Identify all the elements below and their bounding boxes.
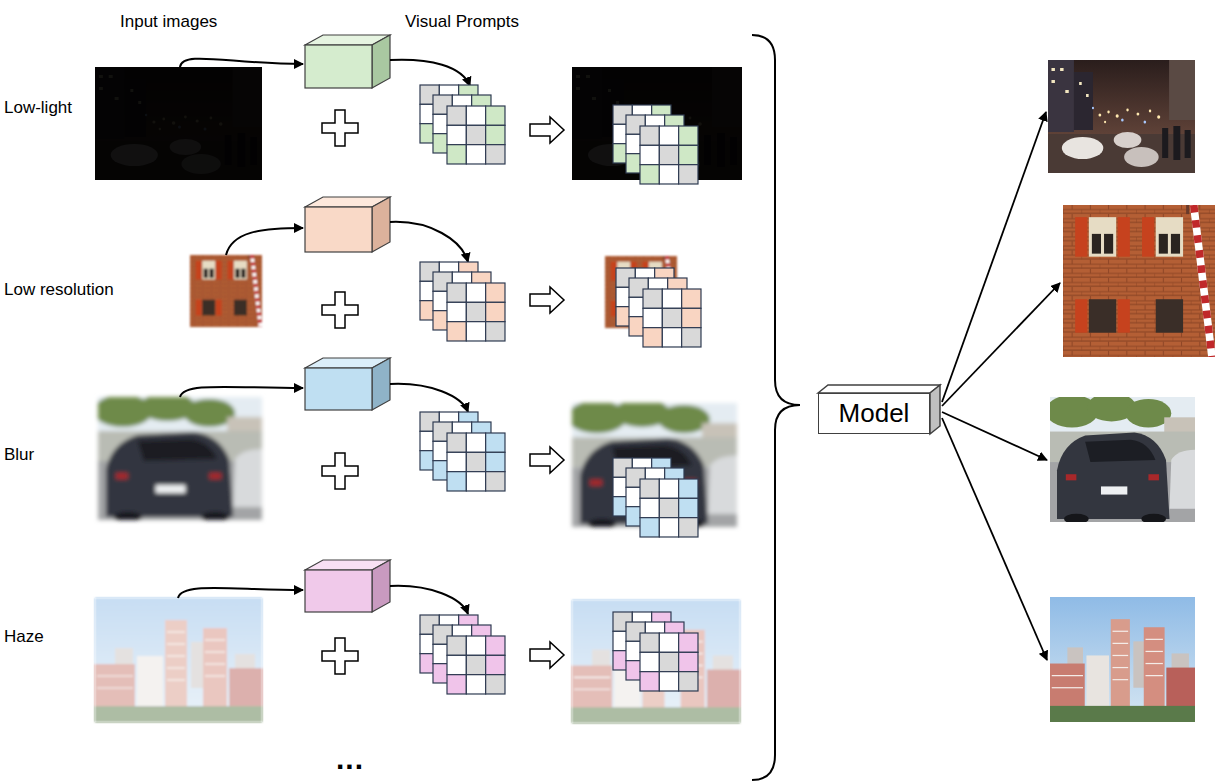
low-light-input-photo	[95, 67, 262, 180]
curved-arrows-part	[180, 387, 303, 397]
model-box-faces-part	[930, 385, 940, 434]
node-label: Model	[839, 399, 910, 428]
haze-input-photo	[95, 598, 262, 722]
model-box-faces	[818, 385, 940, 434]
pink-cube-part	[372, 560, 390, 612]
ellipsis-mark: ...	[336, 744, 364, 774]
blue-cube-part	[372, 358, 390, 410]
pink-prompt-stack	[420, 615, 505, 694]
darkening-overlay	[95, 67, 262, 180]
blur-output-photo	[1046, 393, 1195, 524]
column-heading: Visual Prompts	[405, 12, 519, 32]
hollow-arrows	[530, 117, 564, 668]
green-cube-part	[372, 35, 390, 88]
row-label: Low resolution	[4, 280, 114, 300]
output-arrows-part	[942, 112, 1046, 402]
peach-prompt-stack	[616, 268, 701, 347]
curved-arrows-part	[390, 222, 468, 262]
blue-prompt-stack	[613, 458, 698, 537]
row-label: Blur	[4, 445, 34, 465]
curved-arrows-part	[390, 384, 468, 412]
blue-cube-part	[305, 368, 372, 410]
prompt-generator-cubes	[305, 35, 390, 612]
haze-prompted-photo	[572, 600, 740, 723]
grouping-brace	[752, 35, 800, 780]
curved-arrows-part	[178, 588, 303, 598]
curved-arrows-part	[180, 59, 303, 67]
plus-signs-part	[322, 638, 358, 674]
plus-signs-part	[322, 292, 358, 328]
peach-cube-part	[372, 197, 390, 252]
hollow-arrows-part	[530, 447, 564, 473]
green-cube-part	[305, 45, 372, 88]
model-box-faces-part	[818, 385, 940, 393]
low-light-output-photo	[1048, 60, 1195, 173]
curved-arrows-part	[390, 586, 468, 614]
blue-prompt-stack	[420, 412, 505, 491]
green-prompt-stack	[613, 105, 698, 184]
output-arrows	[942, 112, 1060, 660]
hollow-arrows-part	[530, 117, 564, 143]
plus-signs-part	[322, 110, 358, 146]
low-resolution-input-photo	[190, 255, 262, 327]
low-resolution-output-photo	[1063, 205, 1215, 357]
plus-signs-part	[322, 453, 358, 489]
peach-prompt-stack	[420, 262, 505, 341]
visual-prompt-stacks	[420, 85, 701, 694]
model-box: Model	[818, 393, 930, 434]
peach-cube	[305, 197, 390, 252]
haze-output-photo	[1050, 597, 1195, 722]
pink-cube-part	[305, 570, 372, 612]
green-prompt-stack	[420, 85, 505, 164]
hollow-arrows-part	[530, 287, 564, 313]
peach-cube-part	[305, 207, 372, 252]
row-label: Haze	[4, 627, 44, 647]
pink-prompt-stack	[613, 612, 698, 691]
haze-row	[95, 597, 1195, 723]
output-arrows-part	[942, 283, 1060, 406]
curved-arrows-part	[390, 60, 470, 86]
blur-input-photo	[93, 393, 262, 522]
blue-cube	[305, 358, 390, 410]
output-arrows-part	[942, 418, 1047, 660]
plus-signs	[322, 110, 358, 674]
haze-overlay	[572, 600, 740, 723]
column-heading: Input images	[120, 12, 217, 32]
green-cube	[305, 35, 390, 88]
pink-cube	[305, 560, 390, 612]
curved-arrows-part	[226, 228, 303, 255]
haze-overlay	[95, 598, 262, 722]
low-resolution-row	[190, 205, 1215, 357]
hollow-arrows-part	[530, 642, 564, 668]
row-label: Low-light	[4, 98, 72, 118]
